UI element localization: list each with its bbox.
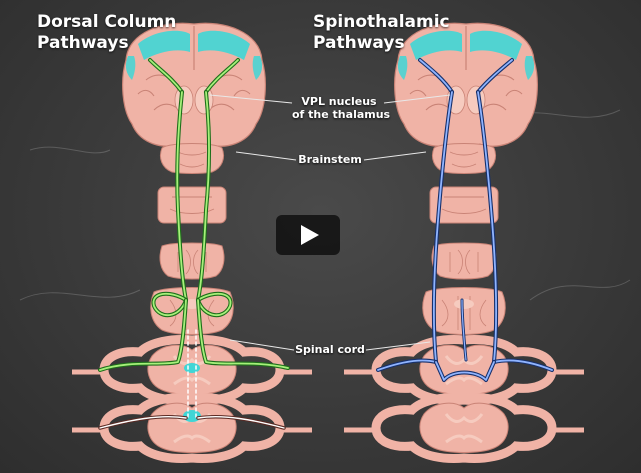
label-vpl-nucleus: VPL nucleus of the thalamus xyxy=(292,95,391,121)
title-spinothalamic: Spinothalamic Pathways xyxy=(313,12,450,54)
play-button[interactable] xyxy=(276,215,340,255)
label-spinal-cord: Spinal cord xyxy=(295,343,365,356)
dorsal-column-pathway xyxy=(98,58,290,421)
left-midbrain xyxy=(159,143,225,174)
title-spinothalamic-line2: Pathways xyxy=(313,33,405,53)
dorsal-afferent-lower xyxy=(98,414,286,430)
left-cyan-marker-1 xyxy=(184,363,200,373)
spinothalamic-pathway xyxy=(376,58,554,382)
title-dorsal-line2: Pathways xyxy=(37,33,129,53)
right-spinal-segment-2 xyxy=(344,398,584,459)
label-vpl-line1: VPL nucleus xyxy=(301,95,377,108)
play-icon xyxy=(301,225,319,245)
label-vpl-line2: of the thalamus xyxy=(292,108,391,121)
chalk-smudges xyxy=(19,109,631,301)
left-spinal-segment-2 xyxy=(72,398,312,459)
title-spinothalamic-line1: Spinothalamic xyxy=(313,12,450,32)
left-pons xyxy=(157,186,227,224)
right-medulla-upper xyxy=(431,242,497,280)
left-cyan-marker-2 xyxy=(183,410,201,422)
title-dorsal-column: Dorsal Column Pathways xyxy=(37,12,176,54)
title-dorsal-line1: Dorsal Column xyxy=(37,12,177,32)
right-anatomy xyxy=(344,22,584,459)
label-leader-lines xyxy=(209,94,451,351)
left-medulla-upper xyxy=(159,242,225,280)
label-brainstem: Brainstem xyxy=(298,153,362,166)
